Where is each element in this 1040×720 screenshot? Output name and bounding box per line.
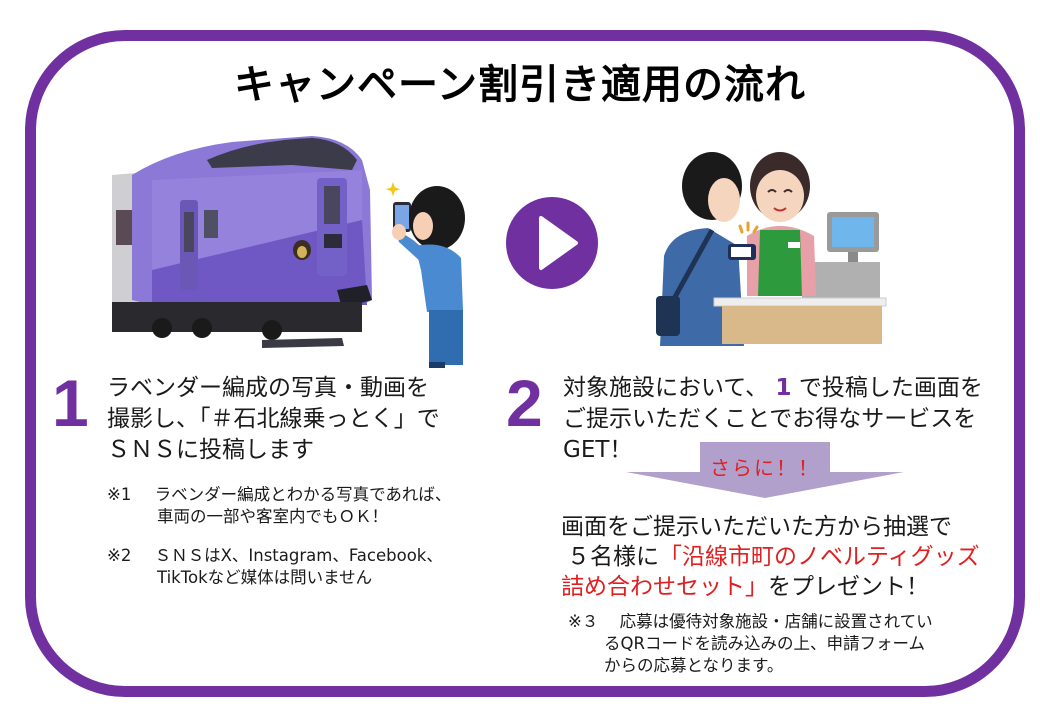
- note-2-line-1: ＳＮＳはX、Instagram、Facebook、: [154, 546, 443, 565]
- rounded-frame: [25, 30, 1025, 697]
- bonus-line-3-post: をプレゼント！: [768, 574, 929, 600]
- step-2-line-1: 対象施設において、 1 で投稿した画面を: [563, 373, 983, 404]
- step-1-number: 1: [52, 366, 89, 440]
- note-3: ※３ 応募は優待対象施設・店舗に設置されてい るQRコードを読み込みの上、申請フ…: [568, 611, 933, 677]
- bonus-line-2: ５名様に「沿線市町のノベルティグッズ: [561, 542, 980, 572]
- bonus-line-1: 画面をご提示いただいた方から抽選で: [561, 514, 952, 540]
- step-1-line-1: ラベンダー編成の写真・動画を: [107, 375, 429, 401]
- bonus-description: 画面をご提示いただいた方から抽選で ５名様に「沿線市町のノベルティグッズ 詰め合…: [561, 512, 980, 602]
- step-2-description: 対象施設において、 1 で投稿した画面を ご提示いただくことでお得なサービスを …: [563, 373, 983, 466]
- step-1-reference: 1: [775, 375, 792, 401]
- note-2-line-2: TikTokなど媒体は問いません: [157, 568, 373, 587]
- step-2-line-1-post: で投稿した画面を: [798, 375, 983, 401]
- step-2-line-1-pre: 対象施設において、: [563, 375, 769, 401]
- lavender-train-illustration: [112, 136, 372, 348]
- step-1-description: ラベンダー編成の写真・動画を 撮影し、「＃石北線乗っとく」で ＳＮＳに投稿します: [107, 373, 440, 466]
- note-2-mark: ※2: [107, 546, 132, 565]
- furthermore-label: さらに！！: [710, 456, 820, 480]
- note-3-mark: ※３: [568, 612, 599, 631]
- note-3-line-3: からの応募となります。: [604, 656, 784, 675]
- bonus-line-2-pre: ５名様に: [567, 544, 659, 570]
- note-1-mark: ※1: [107, 485, 132, 504]
- novelty-set-name-cont: 詰め合わせセット」: [561, 574, 768, 600]
- play-circle-icon: [506, 197, 598, 289]
- step-1-line-2: 撮影し、「＃石北線乗っとく」で: [107, 406, 440, 432]
- photographer-illustration: [385, 182, 465, 368]
- step-2-line-3: GET！: [563, 437, 633, 463]
- note-2: ※2 ＳＮＳはX、Instagram、Facebook、 TikTokなど媒体は…: [107, 545, 443, 589]
- note-1-line-2: 車両の一部や客室内でもＯＫ！: [157, 507, 388, 526]
- note-1: ※1 ラベンダー編成とわかる写真であれば、 車両の一部や客室内でもＯＫ！: [107, 484, 451, 528]
- page-title: キャンペーン割引き適用の流れ: [234, 62, 806, 108]
- step-2-number: 2: [506, 366, 543, 440]
- down-arrow-icon: [626, 442, 904, 498]
- note-3-line-1: 応募は優待対象施設・店舗に設置されてい: [619, 612, 933, 631]
- step-2-line-2: ご提示いただくことでお得なサービスを: [563, 406, 977, 432]
- shop-counter-illustration: [656, 152, 887, 346]
- novelty-set-name: 「沿線市町のノベルティグッズ: [659, 544, 980, 570]
- note-1-line-1: ラベンダー編成とわかる写真であれば、: [154, 485, 452, 504]
- bonus-line-3: 詰め合わせセット」をプレゼント！: [561, 572, 980, 602]
- step-1-line-3: ＳＮＳに投稿します: [107, 437, 314, 463]
- note-3-line-2: るQRコードを読み込みの上、申請フォーム: [604, 634, 925, 653]
